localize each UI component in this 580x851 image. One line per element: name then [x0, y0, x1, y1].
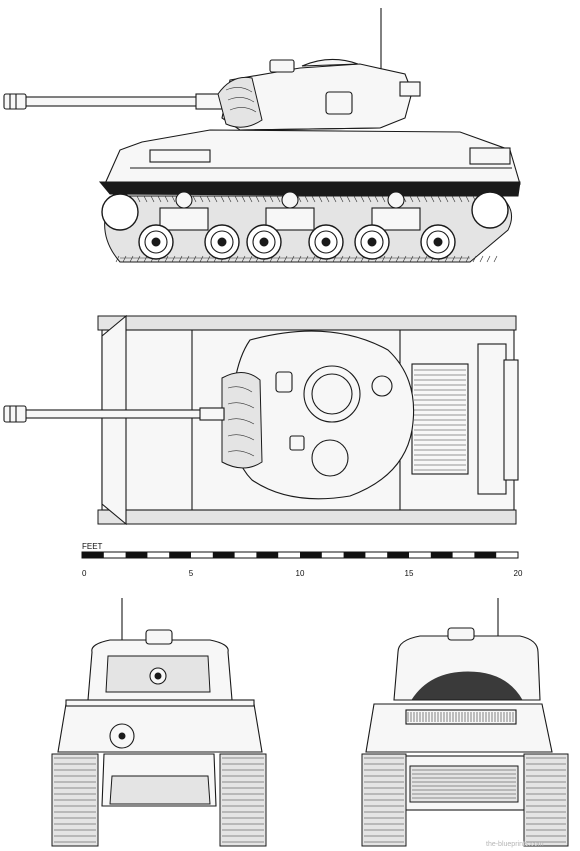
scale-bar: FEET 0 5 10 15 20 — [81, 542, 523, 578]
top-track-upper — [97, 315, 517, 331]
scale-tick-label: 5 — [189, 569, 194, 578]
scale-segment — [387, 552, 409, 558]
top-gun-mantlet — [221, 372, 263, 469]
rear-view — [361, 598, 569, 847]
top-view — [3, 314, 519, 526]
return-roller — [387, 191, 405, 209]
scale-segment — [125, 552, 148, 558]
scale-segment — [82, 552, 104, 558]
scale-segment — [212, 552, 235, 558]
side-turret — [217, 58, 421, 131]
idler-wheel — [101, 193, 139, 231]
scale-segment — [256, 552, 279, 558]
scale-segment — [343, 552, 366, 558]
drive-sprocket — [471, 191, 509, 229]
top-gun-barrel — [3, 405, 225, 423]
top-turret — [231, 330, 415, 500]
scale-tick-label: 0 — [82, 569, 87, 578]
side-gun-barrel — [3, 93, 223, 110]
rear-track-right — [523, 753, 569, 847]
front-hull — [57, 703, 263, 753]
front-track-right — [219, 753, 267, 847]
scale-segment — [474, 552, 497, 558]
rear-track-left — [361, 753, 407, 847]
side-view — [3, 8, 521, 263]
front-view — [51, 598, 267, 847]
return-roller — [281, 191, 299, 209]
watermark: the-blueprints.com — [486, 841, 544, 848]
side-hull — [98, 129, 521, 197]
scale-segment — [169, 552, 191, 558]
side-suspension — [159, 207, 421, 231]
scale-title: FEET — [82, 542, 103, 551]
scale-segment — [300, 552, 322, 558]
top-track-lower — [97, 509, 517, 525]
side-road-wheels — [138, 191, 456, 260]
scale-tick-label: 15 — [405, 569, 414, 578]
front-track-left — [51, 753, 99, 847]
scale-tick-label: 10 — [296, 569, 305, 578]
scale-tick-label: 20 — [514, 569, 523, 578]
engine-grille — [411, 363, 469, 475]
return-roller — [175, 191, 193, 209]
scale-segment — [430, 552, 453, 558]
rear-turret-bustle — [411, 671, 523, 701]
